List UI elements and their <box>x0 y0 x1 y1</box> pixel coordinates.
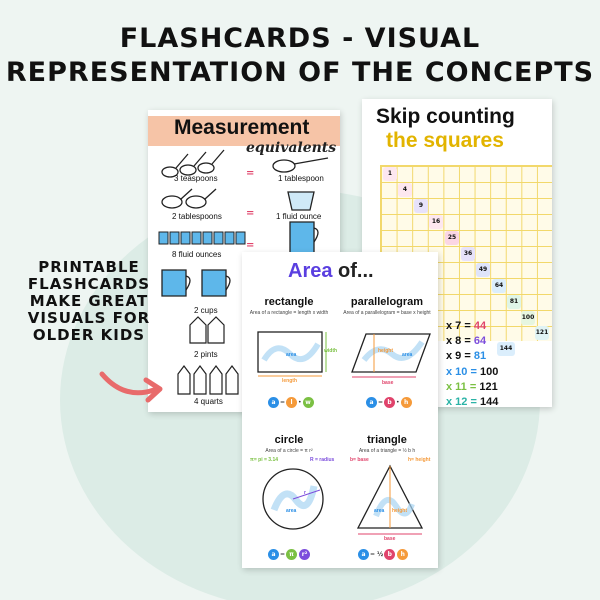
rectangle-diagram <box>257 331 327 377</box>
skip-list-item: x 10 = 100 <box>446 366 499 378</box>
headline-line-2: REPRESENTATION OF THE CONCEPTS <box>5 57 595 88</box>
side-caption-line: OLDER KIDS <box>32 326 146 344</box>
triangle-area-label: area <box>374 508 385 514</box>
circle-pi-note: π= pi = 3.14 <box>250 457 279 463</box>
measurement-subtitle: equivalents <box>246 140 337 156</box>
row-4-left-label: 2 cups <box>194 306 218 315</box>
rectangle-width-label: width <box>324 348 338 354</box>
rectangle-formula-chips: a=l•w <box>268 392 314 411</box>
side-caption-line: PRINTABLE <box>38 258 140 276</box>
parallelogram-name: parallelogram <box>350 296 424 308</box>
rectangle-length-label: length <box>282 378 297 384</box>
chip-h: h <box>400 397 412 408</box>
chip-a: a <box>358 549 369 560</box>
skip-list-item: x 11 = 121 <box>446 381 498 393</box>
parallelogram-area-label: area <box>402 352 413 358</box>
row-1-right-label: 1 tablespoon <box>278 174 324 183</box>
skip-list-item: x 8 = 64 <box>446 335 487 347</box>
circle-formula-chips: a=π r² <box>268 544 311 563</box>
curved-arrow-icon <box>99 371 163 403</box>
triangle-diagram <box>356 464 424 535</box>
square-number: 9 <box>414 199 428 213</box>
shot-glass-icon <box>287 191 315 211</box>
parallelogram-diagram <box>351 333 431 378</box>
chip-a: a <box>268 549 279 560</box>
square-number: 49 <box>476 263 490 277</box>
teaspoons-icon <box>161 149 225 178</box>
rectangle-area-label: area <box>286 352 297 358</box>
pint-cartons-icon <box>189 316 225 344</box>
chip-w: w <box>302 397 314 408</box>
row-5-left-label: 2 pints <box>194 350 218 359</box>
square-number: 36 <box>461 247 475 261</box>
area-flashcard: Area of... rectangle Area of a rectangle… <box>242 252 438 568</box>
rectangle-name: rectangle <box>264 296 314 308</box>
measurement-title: Measurement <box>174 116 310 139</box>
skip-title-line-1: Skip counting <box>376 105 515 128</box>
row-2-equals: = <box>246 208 255 219</box>
circle-radius-note: R = radius <box>310 457 335 463</box>
skip-list-item: x 12 = 144 <box>446 396 499 408</box>
parallelogram-formula-chips: a=b•h <box>366 392 412 411</box>
row-2-right-label: 1 fluid ounce <box>276 212 322 221</box>
chip-l: l <box>286 397 298 408</box>
skip-title-line-2: the squares <box>386 129 504 152</box>
triangle-height-note: h= height <box>408 457 431 463</box>
side-caption: PRINTABLE FLASHCARDS MAKE GREAT VISUALS … <box>24 259 154 344</box>
row-2-left-label: 2 tablespoons <box>172 212 222 221</box>
square-number: 25 <box>445 231 459 245</box>
triangle-height-label: height <box>392 508 407 514</box>
circle-formula: Area of a circle = π r² <box>265 448 313 454</box>
square-number: 144 <box>497 342 515 356</box>
fluid-ounces-icon <box>158 231 246 245</box>
square-number: 64 <box>492 279 506 293</box>
chip-h: h <box>397 549 409 560</box>
headline-line-1: FLASHCARDS - VISUAL <box>119 23 481 54</box>
row-1-equals: = <box>246 168 255 179</box>
chip-half: ½ <box>377 551 384 558</box>
row-1-left-label: 3 teaspoons <box>174 174 218 183</box>
side-caption-line: MAKE GREAT <box>29 292 149 310</box>
triangle-base-note: b= base <box>350 457 369 463</box>
rectangle-formula: Area of a rectangle = length x width <box>249 310 329 316</box>
square-number: 16 <box>429 215 443 229</box>
chip-a: a <box>366 397 377 408</box>
measurement-title-bar: Measurement <box>148 116 340 146</box>
skip-list-item: x 9 = 81 <box>446 350 487 362</box>
chip-b: b <box>384 549 396 560</box>
chip-a: a <box>268 397 279 408</box>
triangle-formula: Area of a triangle = ½ b h <box>358 448 416 454</box>
row-3-equals: = <box>246 240 255 251</box>
chip-r2: r² <box>299 549 311 560</box>
parallelogram-base-label: base <box>382 380 394 386</box>
side-caption-line: VISUALS FOR <box>27 309 151 327</box>
chip-pi: π <box>286 549 298 560</box>
tablespoon-icon <box>272 157 329 173</box>
area-title: Area of... <box>288 260 374 282</box>
parallelogram-formula: Area of a parallelogram = base x height <box>343 310 431 316</box>
row-3-left-label: 8 fluid ounces <box>172 250 222 259</box>
side-caption-line: FLASHCARDS <box>27 275 151 293</box>
circle-r-label: r <box>304 490 306 496</box>
square-number: 81 <box>507 295 521 309</box>
circle-area-label: area <box>286 508 297 514</box>
square-number: 4 <box>398 183 412 197</box>
circle-diagram <box>262 468 324 530</box>
chip-b: b <box>384 397 396 408</box>
headline: FLASHCARDS - VISUAL REPRESENTATION OF TH… <box>0 22 600 90</box>
square-number: 121 <box>535 326 549 340</box>
circle-name: circle <box>274 434 304 446</box>
skip-list-item: x 7 = 44 <box>446 320 487 332</box>
parallelogram-height-label: height <box>378 348 393 354</box>
tablespoons-icon <box>161 188 217 209</box>
square-number: 1 <box>383 167 397 181</box>
row-6-left-label: 4 quarts <box>194 397 223 406</box>
triangle-name: triangle <box>367 434 407 446</box>
square-number: 100 <box>521 311 535 325</box>
cups-icon <box>161 269 231 297</box>
quart-cartons-icon <box>177 365 239 395</box>
triangle-base-label: base <box>384 536 396 542</box>
